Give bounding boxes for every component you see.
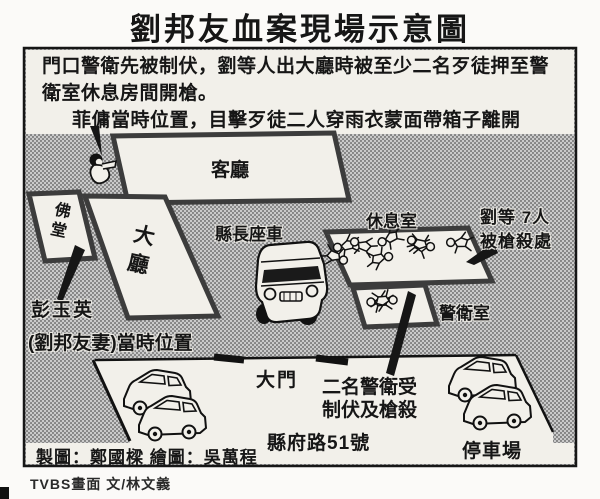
map-credit-label: 製圖：鄭國樑 繪圖：吳萬程	[36, 448, 258, 467]
scan-corner-mark	[0, 487, 9, 499]
victims-label-line2: 被槍殺處	[480, 232, 552, 251]
courtyard-area	[93, 354, 553, 445]
parking-lot-label: 停車場	[462, 441, 523, 462]
wife-position-label-line2: (劉邦友妻)當時位置	[28, 333, 193, 354]
buddhist-hall-label: 佛堂	[45, 199, 71, 243]
maid-figure-icon	[89, 153, 117, 185]
buddhist-hall-shape	[25, 189, 99, 264]
gate-door-right	[315, 354, 349, 366]
front-wall-line	[94, 353, 517, 362]
living-room-shape	[109, 130, 353, 206]
living-room-label: 客廳	[210, 160, 249, 181]
credit-strip	[26, 443, 574, 464]
intro-band	[26, 50, 574, 134]
intro-paragraph-1: 門口警衛先被制伏，劉等人出大廳時被至少二名歹徒押至警衛室休息房間開槍。	[42, 56, 550, 104]
main-gate-label: 大門	[256, 370, 299, 391]
rest-room-label: 休息室	[366, 212, 417, 231]
guards-shot-label-line1: 二名警衛受	[322, 377, 418, 398]
guards-shot-label-line2: 制伏及槍殺	[322, 400, 418, 421]
gate-door-left	[213, 353, 245, 364]
source-credit-label: TVBS畫面 文/林文義	[30, 476, 172, 492]
victims-location-arrow	[466, 242, 498, 265]
main-hall-label: 大廳	[121, 221, 157, 284]
main-hall-shape	[81, 193, 222, 321]
guard-room-shape	[349, 282, 441, 330]
guards-location-arrow	[386, 291, 416, 376]
wife-position-label-line1: 彭玉英	[31, 300, 95, 321]
parking-boundary-line	[514, 354, 555, 433]
guard-room-label: 警衛室	[439, 304, 490, 323]
street-address-label: 縣府路51號	[267, 433, 371, 454]
intro-paragraph-2: 菲傭當時位置，目擊歹徒二人穿雨衣蒙面帶箱子離開	[72, 110, 521, 131]
wife-position-arrow	[57, 245, 85, 302]
victims-label-line1: 劉等 7人	[480, 208, 551, 227]
courtyard-left-wall	[91, 359, 132, 442]
maid-position-arrow	[90, 126, 102, 156]
magistrate-car-label: 縣長座車	[215, 225, 283, 244]
page-title: 劉邦友血案現場示意圖	[130, 12, 470, 47]
